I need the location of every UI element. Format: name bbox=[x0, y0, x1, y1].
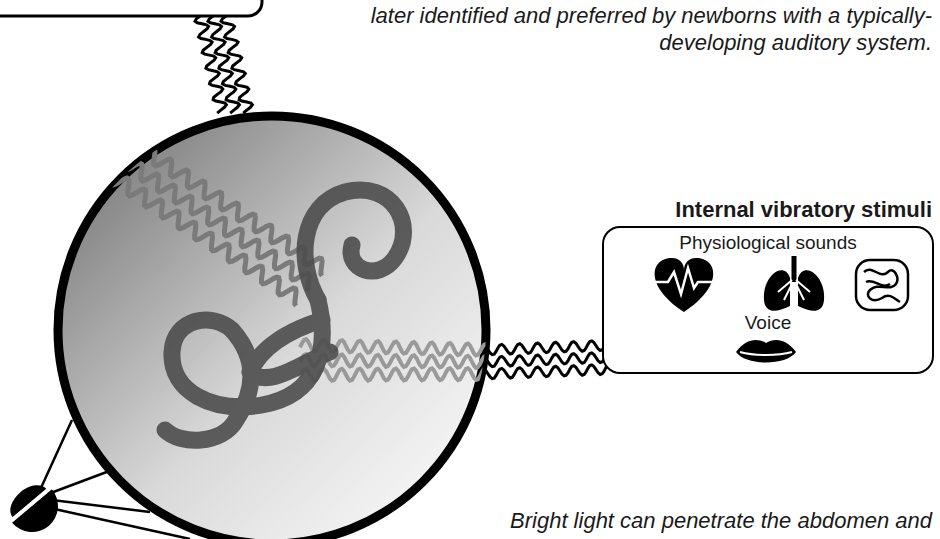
internal-wave bbox=[107, 150, 309, 291]
sound-wave bbox=[486, 352, 614, 367]
light-ray bbox=[48, 470, 112, 494]
lamp-icon bbox=[1, 475, 69, 539]
box-heading: Internal vibratory stimuli bbox=[675, 197, 932, 223]
sound-wave bbox=[486, 364, 614, 379]
light-ray bbox=[52, 500, 150, 512]
external-box bbox=[0, 0, 262, 16]
caption-note: later identified and preferred by newbor… bbox=[268, 2, 932, 56]
stimuli-box: Internal vibratory stimuliPhysiological … bbox=[602, 226, 934, 374]
box-subheading: Physiological sounds bbox=[604, 232, 932, 254]
sound-wave bbox=[221, 16, 252, 113]
internal-wave bbox=[300, 368, 490, 381]
fetus bbox=[165, 190, 404, 440]
sound-wave bbox=[486, 340, 614, 355]
internal-wave bbox=[120, 135, 322, 276]
box-subheading: Voice bbox=[604, 312, 932, 334]
womb-circle bbox=[58, 116, 486, 539]
light-ray bbox=[40, 420, 72, 490]
caption-note: Bright light can penetrate the abdomen a… bbox=[470, 507, 932, 534]
